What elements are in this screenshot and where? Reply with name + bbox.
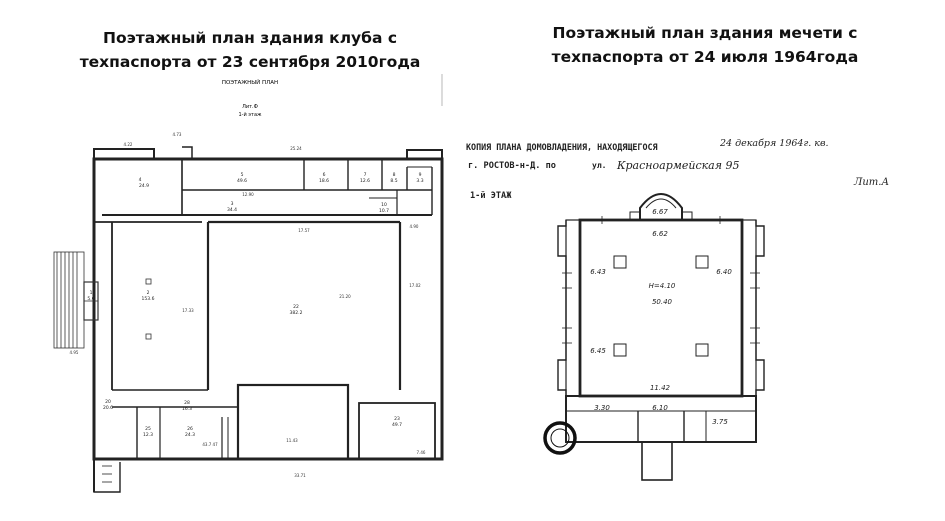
room-1-number: 1 bbox=[90, 290, 93, 296]
mosque-dimension-labels: 6.67 6.62 6.43 6.40 6.45 50.40 Н=4.10 11… bbox=[590, 208, 732, 426]
dimension-labels: 25.24 4.73 4.22 12.90 33.71 17.02 17.33 … bbox=[70, 132, 426, 478]
dim-left-side: 17.33 bbox=[182, 308, 194, 313]
room-22-area: 382.2 bbox=[290, 310, 303, 316]
right-caption-line1: Поэтажный план здания мечети с bbox=[552, 24, 858, 42]
room-7-number: 7 bbox=[364, 172, 367, 178]
label-c1: 6.67 bbox=[652, 208, 668, 216]
mosque-plan-street-prefix: ул. bbox=[592, 161, 606, 170]
room-6-number: 6 bbox=[323, 172, 326, 178]
room-25-number: 25 bbox=[145, 426, 151, 432]
mosque-plan-city: г. РОСТОВ-н-Д. по bbox=[468, 161, 556, 171]
room-9-area: 3.3 bbox=[416, 178, 423, 184]
dim-left-top: 4.22 bbox=[124, 142, 133, 147]
mosque-plan-liter: Лит.А bbox=[853, 177, 889, 188]
room-20-area: 20.6 bbox=[103, 405, 113, 411]
room-8-number: 8 bbox=[393, 172, 396, 178]
mosque-plan-date-note: 24 декабря 1964г. кв. bbox=[719, 138, 829, 149]
room-1-area: 5.6 bbox=[87, 296, 94, 302]
dim-right-side: 17.02 bbox=[409, 283, 421, 288]
label-c4: 6.40 bbox=[716, 268, 732, 276]
dim-corridor: 12.90 bbox=[242, 192, 254, 197]
club-floor-plan: ПОЭТАЖНЫЙ ПЛАН Лит.Ф 1-й этаж bbox=[53, 74, 444, 493]
room-5-number: 5 bbox=[241, 172, 244, 178]
room-23-number: 23 bbox=[394, 416, 400, 422]
room-5-area: 49.6 bbox=[237, 178, 247, 184]
room-9-number: 9 bbox=[419, 172, 422, 178]
entrance-stairs bbox=[53, 251, 99, 349]
mosque-plan-street: Красноармейская 95 bbox=[616, 159, 740, 172]
left-caption: Поэтажный план здания клуба с техпаспорт… bbox=[50, 26, 450, 74]
mosque-columns bbox=[613, 255, 709, 357]
club-plan-header: ПОЭТАЖНЫЙ ПЛАН bbox=[222, 79, 278, 86]
dim-lobby: 4.90 bbox=[410, 224, 419, 229]
dim-hall-height: 21.20 bbox=[339, 294, 351, 299]
dim-top-overall: 25.24 bbox=[290, 146, 302, 151]
right-caption-line2: техпаспорта от 24 июля 1964года bbox=[551, 48, 859, 66]
club-walls bbox=[92, 146, 444, 493]
room-6-area: 18.6 bbox=[319, 178, 329, 184]
label-c5: 6.45 bbox=[590, 347, 606, 355]
room-26-area: 24.3 bbox=[185, 432, 195, 438]
label-mid: 50.40 bbox=[652, 298, 673, 306]
label-c2: 6.62 bbox=[652, 230, 668, 238]
dim-bottom-right: 7.46 bbox=[417, 450, 426, 455]
dim-sub-area: 43.7 47 bbox=[202, 442, 218, 447]
dim-left-stair: 4.95 bbox=[70, 350, 79, 355]
room-25-area: 12.3 bbox=[143, 432, 153, 438]
mosque-walls bbox=[557, 193, 765, 481]
room-7-area: 12.6 bbox=[360, 178, 370, 184]
dim-bottom-overall: 33.71 bbox=[294, 473, 306, 478]
left-caption-line1: Поэтажный план здания клуба с bbox=[102, 29, 398, 47]
left-caption-line2: техпаспорта от 23 сентября 2010года bbox=[79, 53, 421, 71]
room-4-number: 4 bbox=[139, 177, 142, 183]
room-28-area: 16.3 bbox=[182, 406, 192, 412]
minaret-tower bbox=[543, 421, 577, 455]
room-10-area: 10.7 bbox=[379, 208, 389, 214]
right-caption: Поэтажный план здания мечети с техпаспор… bbox=[495, 21, 915, 69]
room-10-number: 10 bbox=[381, 202, 387, 208]
room-3-area: 34.4 bbox=[227, 207, 237, 213]
dim-bottom-mid: 11.43 bbox=[286, 438, 298, 443]
dim-top-small: 4.73 bbox=[173, 132, 182, 137]
room-3-number: 3 bbox=[231, 201, 234, 207]
room-22-number: 22 bbox=[293, 304, 299, 310]
columns bbox=[145, 278, 152, 340]
dim-hall-width: 17.57 bbox=[298, 228, 310, 233]
room-20-number: 20 bbox=[105, 399, 111, 405]
label-height: Н=4.10 bbox=[649, 282, 676, 290]
club-plan-floor: 1-й этаж bbox=[238, 111, 262, 118]
room-26-number: 26 bbox=[187, 426, 193, 432]
label-b2: 6.10 bbox=[652, 404, 668, 412]
label-c3: 6.43 bbox=[590, 268, 606, 276]
club-plan-liter: Лит.Ф bbox=[242, 104, 259, 110]
mosque-floor-plan: КОПИЯ ПЛАНА ДОМОВЛАДЕНИЯ, НАХОДЯЩЕГОСЯ г… bbox=[466, 138, 889, 481]
label-b1: 3.30 bbox=[594, 404, 610, 412]
mosque-plan-floor: 1-й ЭТАЖ bbox=[470, 191, 512, 201]
room-23-area: 49.7 bbox=[392, 422, 402, 428]
window-marks bbox=[562, 216, 760, 344]
room-28-number: 28 bbox=[184, 400, 190, 406]
room-8-area: 8.5 bbox=[390, 178, 397, 184]
room-4-area: 24.9 bbox=[139, 183, 149, 189]
mosque-plan-stamp: КОПИЯ ПЛАНА ДОМОВЛАДЕНИЯ, НАХОДЯЩЕГОСЯ bbox=[466, 142, 658, 152]
room-2-area: 153.6 bbox=[142, 296, 155, 302]
room-2-number: 2 bbox=[147, 290, 150, 296]
label-bottom: 11.42 bbox=[650, 384, 671, 392]
room-labels: 4 24.9 5 49.6 6 18.6 7 12.6 8 8.5 9 3.3 … bbox=[87, 172, 423, 438]
label-b3: 3.75 bbox=[712, 418, 728, 426]
